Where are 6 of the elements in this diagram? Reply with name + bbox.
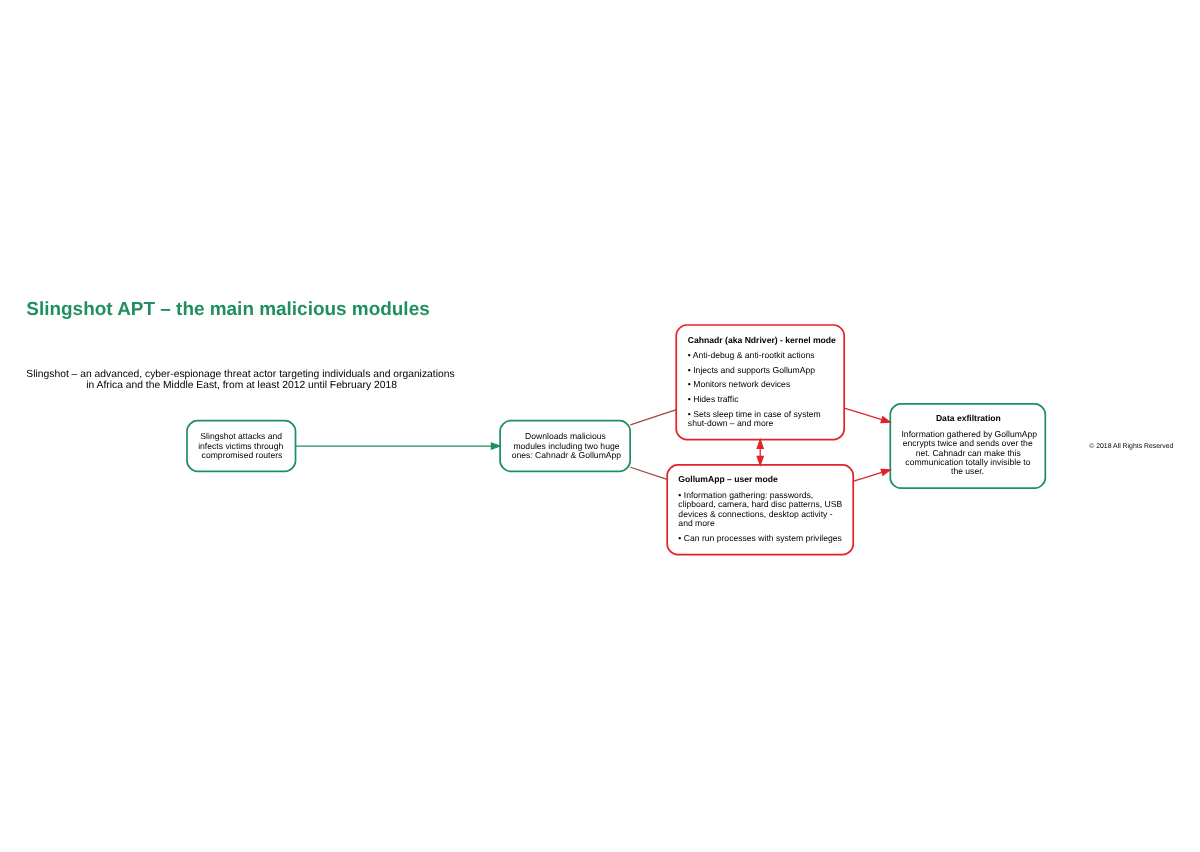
connector [629,409,677,426]
diagram-title: Slingshot APT – the main malicious modules [26,299,430,322]
arrow [852,468,893,482]
arrow [843,407,892,424]
arrow [295,442,502,450]
connector [629,466,668,480]
